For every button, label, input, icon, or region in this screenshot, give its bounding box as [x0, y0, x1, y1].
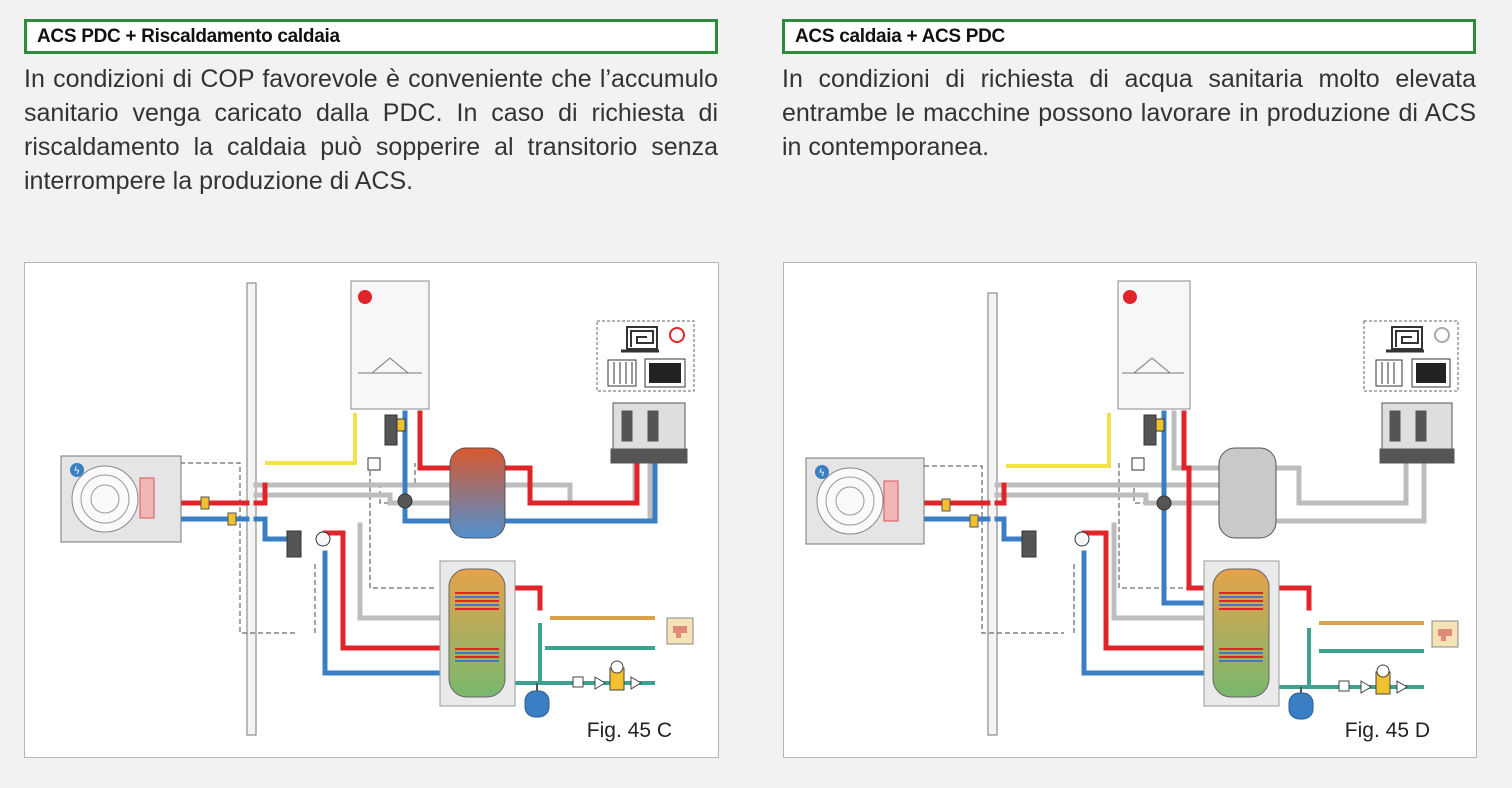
buffer-tank: [449, 447, 506, 539]
safety-group: [572, 660, 642, 691]
right-description: In condizioni di richiesta di acqua sani…: [782, 65, 1476, 161]
valves-heatpump: [200, 496, 237, 526]
figure-label-left: Fig. 45 C: [586, 719, 672, 742]
expansion-vessel-icon: [1288, 687, 1314, 720]
dhw-tank: [1203, 560, 1280, 707]
sun-icon: [1434, 327, 1450, 343]
tap-icon: [666, 617, 694, 645]
radiant-floor-icon: [621, 326, 659, 353]
svg-text:ϟ: ϟ: [74, 466, 81, 477]
gas-pipe: [1006, 413, 1111, 468]
emission-group: [1363, 320, 1459, 392]
hot-pipes: [172, 410, 640, 651]
cold-pipes: [172, 410, 658, 676]
dhw-tank: [439, 560, 516, 707]
boiler-valves: [1131, 414, 1172, 511]
radiator-icon: [607, 359, 637, 387]
left-column: ACS PDC + Riscaldamento caldaia In condi…: [24, 0, 718, 198]
figure-label-right: Fig. 45 D: [1344, 719, 1430, 742]
pump-separator: [1021, 530, 1090, 558]
hot-pipes: [921, 410, 1312, 651]
boiler-flame-icon: [350, 280, 430, 410]
manifold: [1379, 402, 1455, 464]
wall: [246, 282, 257, 736]
cold-pipes: [921, 410, 1212, 676]
svg-text:ϟ: ϟ: [819, 468, 826, 479]
wall: [987, 292, 998, 736]
figure-45c: ϟ: [24, 262, 719, 758]
valves-heatpump: [941, 498, 979, 528]
gas-pipe: [265, 413, 357, 465]
expansion-vessel-icon: [524, 683, 550, 718]
emission-group: [596, 320, 695, 392]
heat-pump-icon: ϟ: [60, 455, 182, 543]
tap-icon: [1431, 620, 1459, 648]
gray-pipes: [994, 410, 1427, 621]
boiler-flame-icon: [1117, 280, 1191, 410]
heat-pump-icon: ϟ: [805, 457, 925, 545]
manifold: [610, 402, 688, 464]
sun-icon: [669, 327, 685, 343]
radiant-floor-icon: [1386, 326, 1424, 353]
safety-group: [1338, 664, 1408, 695]
boiler-valves: [367, 414, 413, 509]
buffer-tank: [1218, 447, 1277, 539]
right-heading: ACS caldaia + ACS PDC: [782, 19, 1476, 54]
pump-separator: [286, 530, 331, 558]
left-description: In condizioni di COP favorevole è conven…: [24, 65, 718, 195]
control-wires: [180, 462, 435, 634]
radiator-icon: [1375, 359, 1403, 387]
scheme-diagram-left: ϟ: [60, 280, 695, 736]
figure-45d: ϟ: [783, 262, 1477, 758]
scheme-diagram-right: ϟ: [805, 280, 1459, 736]
left-heading: ACS PDC + Riscaldamento caldaia: [24, 19, 718, 54]
right-column: ACS caldaia + ACS PDC In condizioni di r…: [782, 0, 1476, 164]
